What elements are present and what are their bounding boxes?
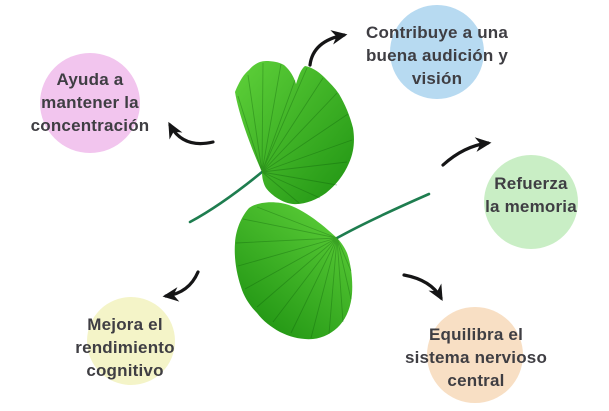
circle-memoria	[484, 155, 578, 249]
arrow-to-memoria	[441, 137, 492, 167]
benefit-label-memoria: Refuerza la memoria	[485, 174, 577, 216]
top-leaf-stem	[188, 170, 264, 224]
benefit-label-sistema-nervioso: Equilibra el sistema nervioso central	[404, 325, 548, 390]
circle-rendimiento	[87, 297, 175, 385]
bottom-leaf-blade	[234, 202, 353, 340]
ginkgo-leaves-image	[188, 61, 431, 340]
arrow-to-rendimiento	[162, 270, 200, 302]
top-leaf-veins	[237, 62, 353, 204]
circle-sistema-nervioso	[427, 307, 523, 403]
benefit-label-concentracion: Ayuda a mantener la concentración	[30, 70, 150, 135]
arrows	[162, 30, 492, 302]
benefit-label-rendimiento: Mejora el rendimiento cognitivo	[75, 315, 175, 380]
top-leaf-blade	[235, 61, 354, 205]
benefit-circles	[40, 5, 578, 403]
circle-audicion-vision	[390, 5, 484, 99]
arrow-to-sistema-nervioso	[402, 273, 443, 302]
bottom-leaf-stem	[335, 192, 431, 240]
circle-concentracion	[40, 53, 140, 153]
bottom-leaf-veins	[235, 206, 352, 339]
arrow-to-audicion-vision	[308, 30, 348, 67]
benefit-label-audicion-vision: Contribuye a una buena audición y visión	[365, 23, 509, 88]
arrow-to-concentracion	[168, 121, 215, 146]
